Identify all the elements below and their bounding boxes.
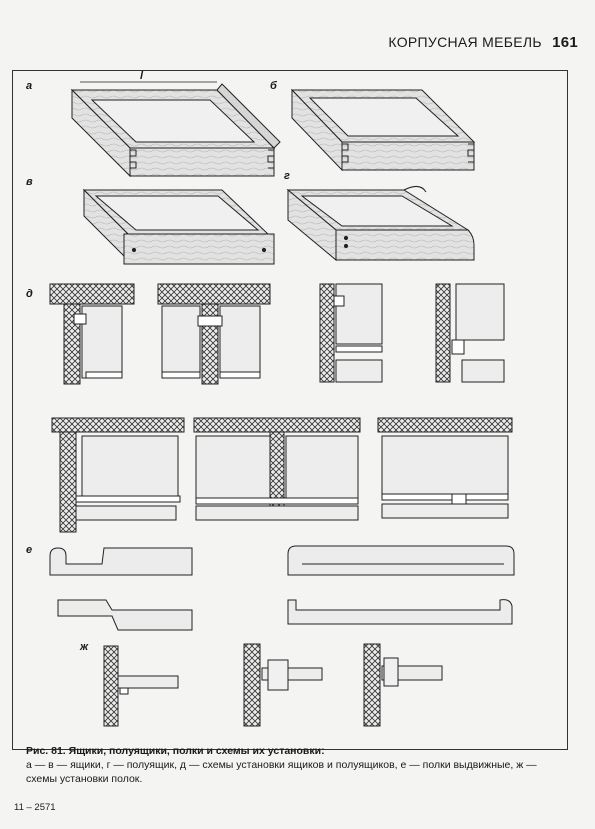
page-header: КОРПУСНАЯ МЕБЕЛЬ 161 — [0, 34, 578, 51]
label-a: а — [26, 80, 33, 92]
label-d: д — [26, 288, 33, 300]
drawer-v-drawing — [82, 188, 275, 265]
figure-frame — [12, 70, 568, 750]
label-e: е — [26, 544, 33, 556]
scheme-d-row2 — [51, 417, 513, 533]
caption-title: Рис. 81. Ящики, полуящики, полки и схемы… — [26, 745, 325, 757]
figure-caption: Рис. 81. Ящики, полуящики, полки и схемы… — [26, 744, 556, 786]
drawer-g-drawing — [286, 186, 475, 262]
drawer-b-drawing — [290, 88, 476, 172]
scheme-e-drawing — [49, 545, 515, 631]
label-g: г — [284, 170, 290, 182]
scheme-zh-drawing — [103, 643, 443, 727]
caption-body: а — в — ящики, г — полуящик, д — схемы у… — [26, 759, 537, 785]
page-number: 161 — [552, 34, 578, 51]
running-title: КОРПУСНАЯ МЕБЕЛЬ — [388, 34, 542, 50]
sheet-mark: 11 – 2571 — [14, 802, 56, 813]
dimension-label: l — [140, 70, 144, 82]
scheme-d-row1 — [49, 283, 505, 385]
figure-drawing — [49, 81, 515, 727]
label-zh: ж — [80, 641, 89, 653]
label-b: б — [270, 80, 277, 92]
label-v: в — [26, 176, 33, 188]
drawer-a-drawing — [70, 81, 281, 178]
